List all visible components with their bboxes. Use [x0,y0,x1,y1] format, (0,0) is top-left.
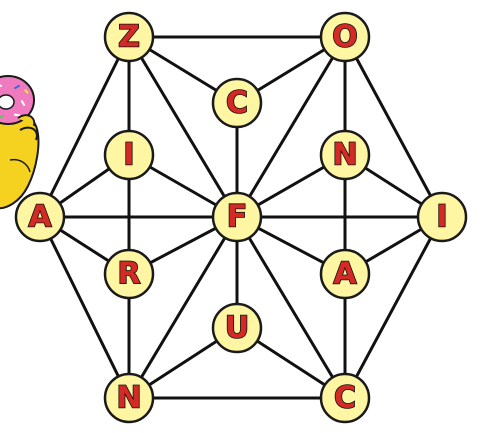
node-inner-left-down[interactable]: R [105,250,153,298]
donut-mascot-icon [0,76,38,208]
node-bottom-right[interactable]: C [321,374,369,422]
node-inner-right-up[interactable]: N [321,131,369,179]
node-letter: Z [118,20,140,55]
node-bottom-left[interactable]: N [105,374,153,422]
node-letter: A [28,200,52,235]
node-lower-center[interactable]: U [213,304,261,352]
node-letter: I [436,200,447,235]
node-letter: O [332,20,358,55]
node-top-left[interactable]: Z [105,13,153,61]
edge [40,37,129,217]
node-right[interactable]: I [418,193,466,241]
node-letter: N [332,138,357,173]
node-letter: I [123,138,134,173]
node-letter: A [333,257,357,292]
node-letter: N [116,381,141,416]
node-inner-left-up[interactable]: I [105,131,153,179]
node-top-right[interactable]: O [321,13,369,61]
node-left[interactable]: A [16,193,64,241]
node-letter: U [225,311,249,346]
node-center[interactable]: F [213,193,261,241]
edge [345,37,442,217]
node-upper-center[interactable]: C [213,79,261,127]
node-letter: R [117,257,140,292]
node-letter: F [227,200,248,235]
node-inner-right-down[interactable]: A [321,250,369,298]
node-letter: C [226,86,248,121]
node-letter: C [334,381,356,416]
